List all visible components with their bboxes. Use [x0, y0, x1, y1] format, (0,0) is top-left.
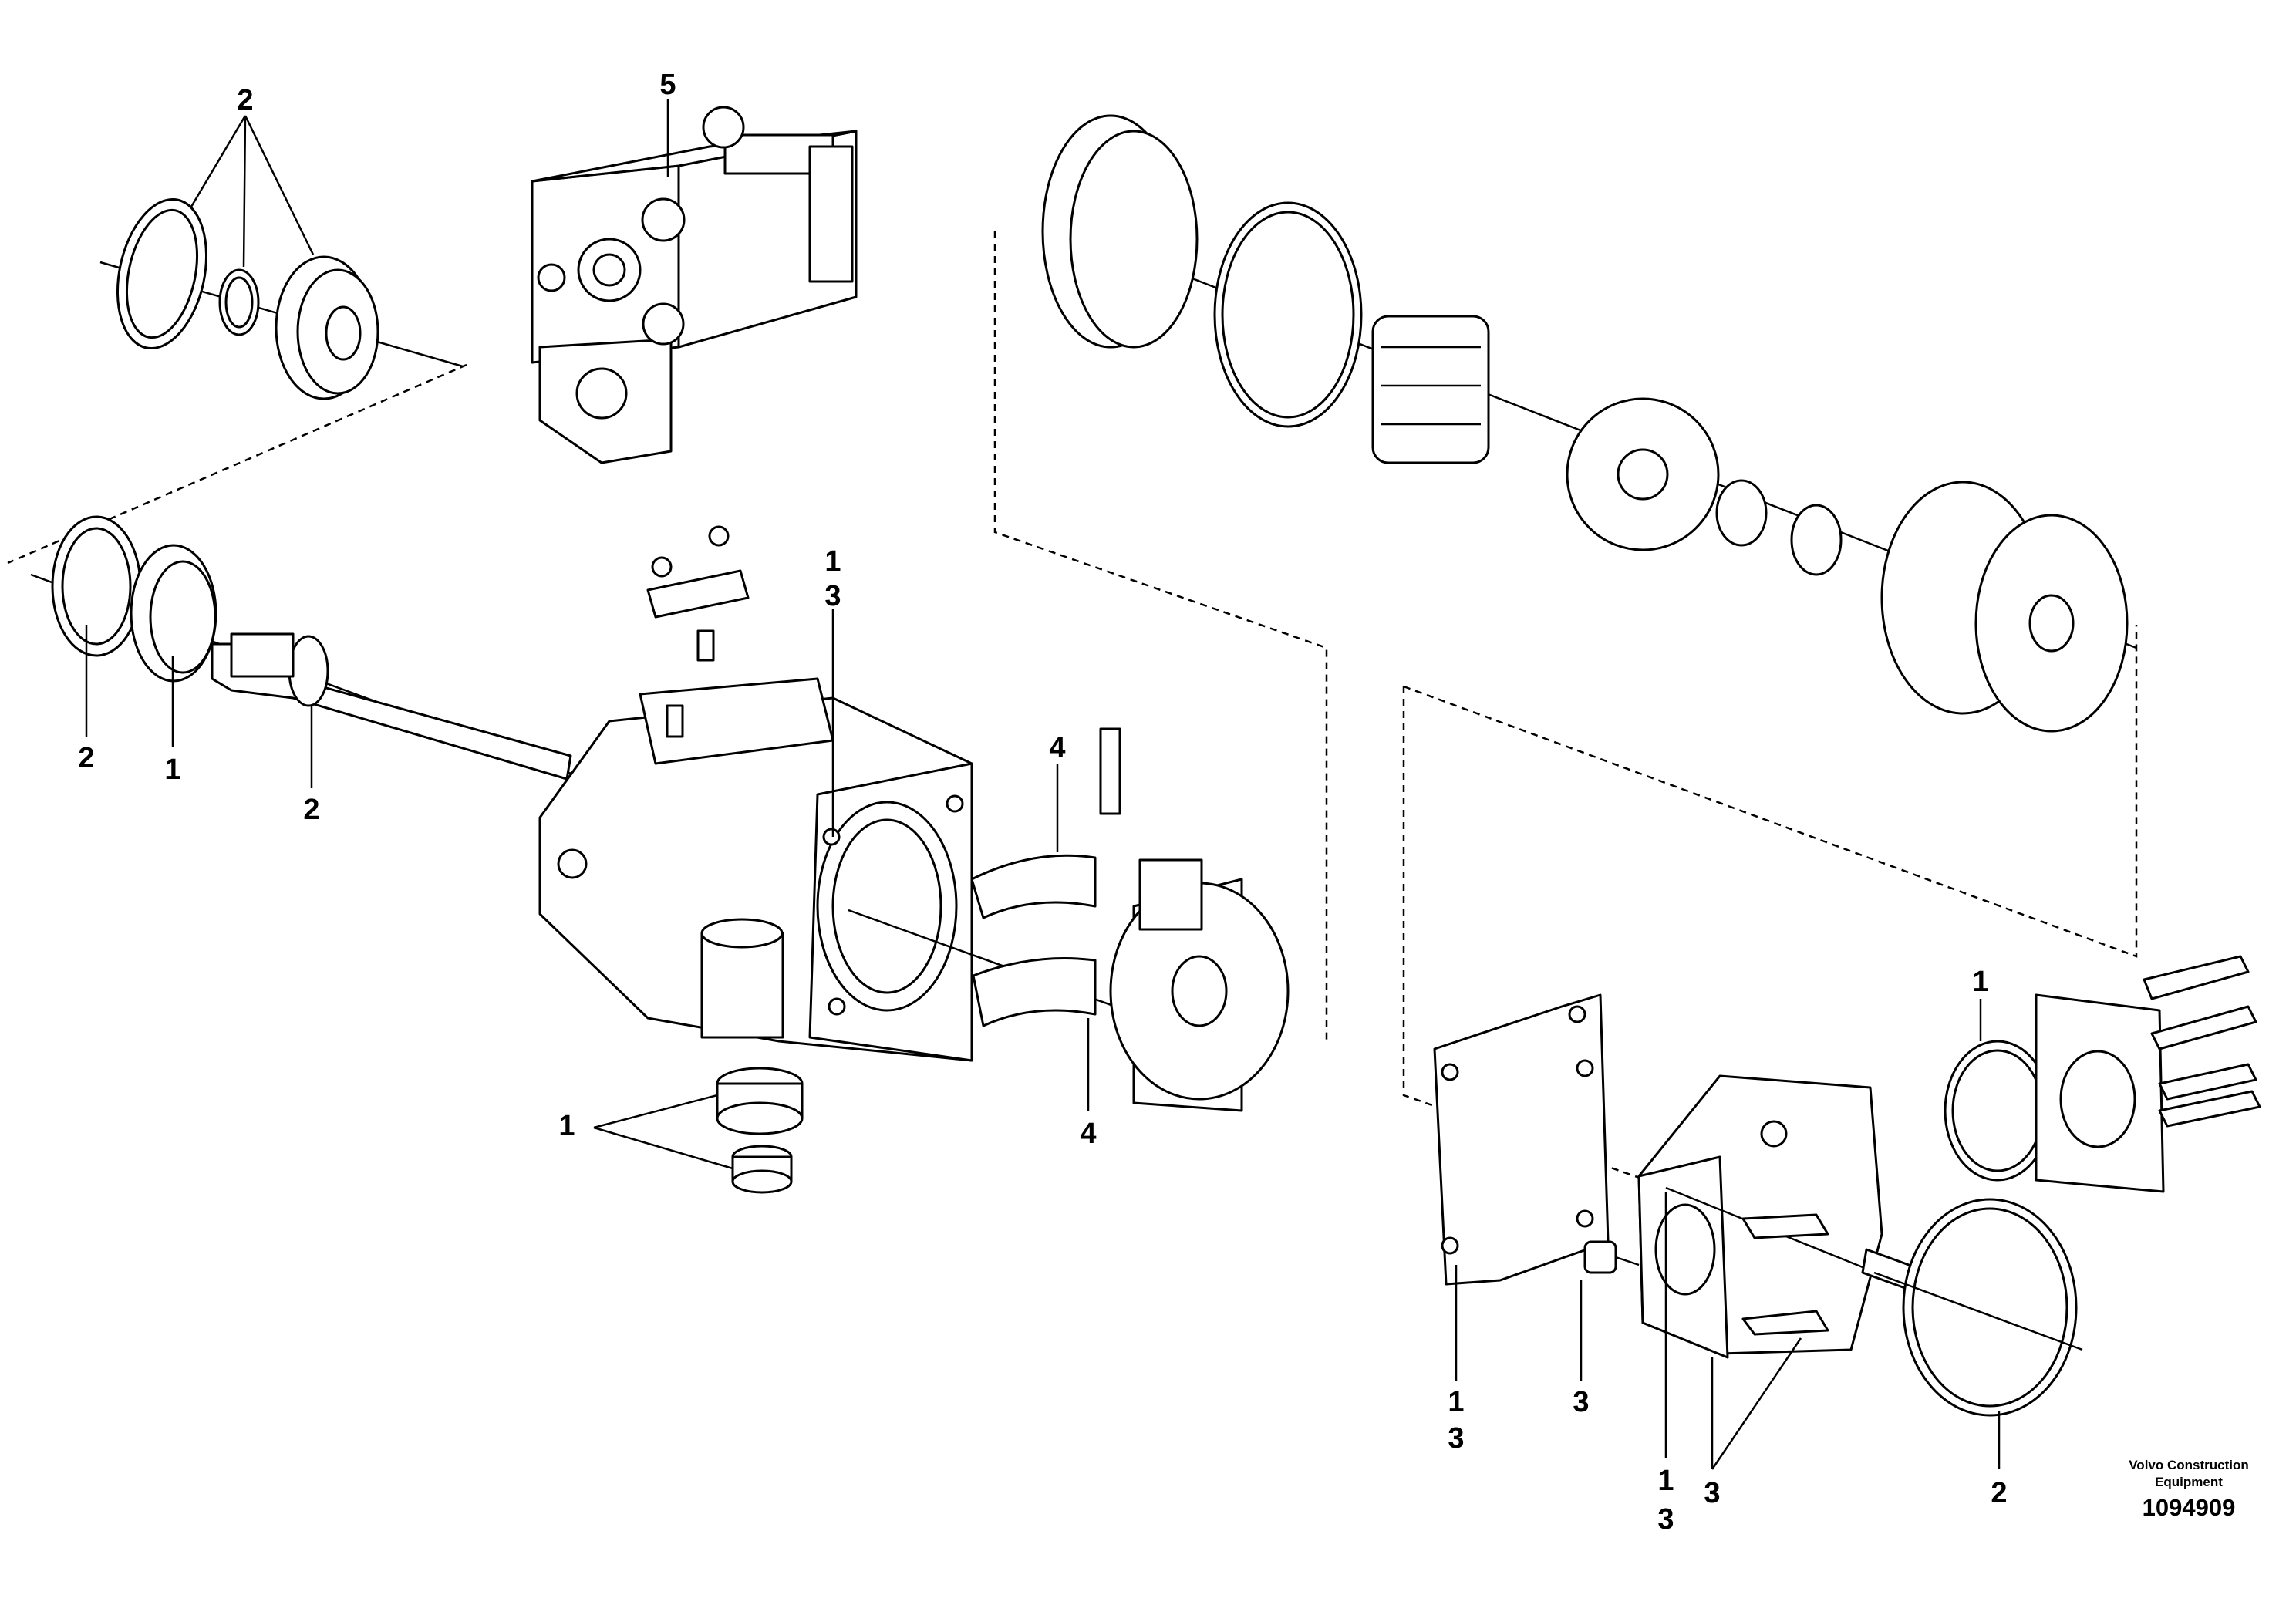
callout-2-leaders-top	[190, 115, 315, 268]
brand-line-2: Equipment	[2155, 1475, 2223, 1489]
callout-bushing-lower: 4	[1080, 1118, 1096, 1150]
callout-housing-1: 1	[824, 545, 841, 578]
callout-labels: 2 5 1 3 2 1 2 4 4 1 1 1 3 3 1 3 3 2	[78, 69, 2007, 1536]
callout-pin-1: 1	[1657, 1465, 1674, 1497]
callout-housing-3: 3	[824, 580, 841, 612]
housing-top-parts	[646, 525, 750, 738]
callout-pin-3: 3	[1657, 1503, 1674, 1536]
bolt-callout-leaders	[1711, 1337, 1802, 1470]
callout-shaft-seal: 1	[164, 754, 180, 786]
plugs	[716, 1067, 804, 1194]
bushings	[970, 727, 1121, 1027]
plug-screw	[1583, 1240, 1640, 1274]
callout-bolts: 3	[1704, 1477, 1720, 1509]
callout-plugs: 1	[558, 1110, 575, 1142]
swash-plate	[1109, 858, 1290, 1112]
reference-number: 1094909	[2143, 1494, 2236, 1521]
callout-gasket-1: 1	[1448, 1386, 1464, 1418]
brand-line-1: Volvo Construction	[2129, 1458, 2249, 1472]
large-oring	[1873, 1198, 2083, 1417]
drive-shaft-group	[30, 515, 587, 781]
callout-gasket-3: 3	[1448, 1422, 1464, 1455]
callout-drive-shaft: 2	[303, 794, 319, 826]
valve-block	[531, 106, 858, 464]
pump-housing	[538, 677, 1266, 1062]
dashed-assembly-lines	[7, 231, 2138, 1205]
callout-large-oring: 2	[1991, 1477, 2007, 1509]
callout-flange-oring: 1	[1972, 966, 1988, 998]
callout-shaft-washer: 2	[78, 742, 94, 774]
flange-group	[1944, 955, 2261, 1193]
callout-upper-left-circlip: 2	[237, 84, 253, 116]
end-cover	[1637, 1074, 1953, 1359]
brand-footer: Volvo Construction Equipment 1094909	[2129, 1458, 2249, 1521]
callout-valve-block: 5	[659, 69, 676, 101]
callout-1-plugs-leader	[593, 1094, 733, 1170]
rotating-group	[1041, 114, 2137, 733]
bushing-callout-leaders	[1056, 764, 1090, 1111]
callout-bushing-upper: 4	[1049, 732, 1065, 764]
gasket	[1433, 993, 1610, 1286]
callout-plug-screw: 3	[1573, 1386, 1589, 1418]
bearing-circlip-group	[99, 197, 464, 400]
shaft-callout-leaders	[85, 625, 313, 788]
